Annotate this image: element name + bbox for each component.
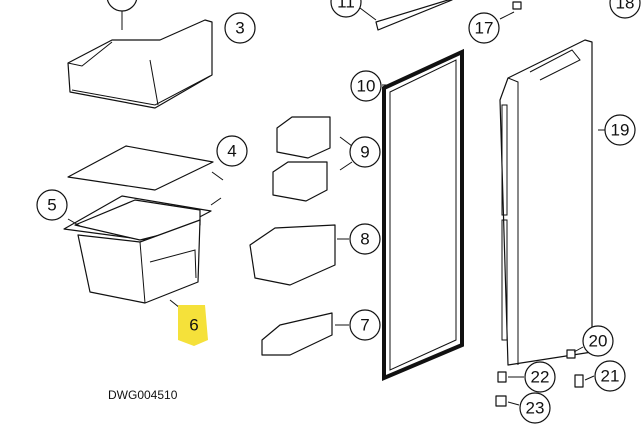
part-10-gasket xyxy=(382,48,464,382)
part-8-bin xyxy=(249,224,349,286)
callout-10: 10 xyxy=(350,70,382,102)
callout-7: 7 xyxy=(349,309,381,341)
callout-19: 19 xyxy=(604,114,636,146)
callout-label: 11 xyxy=(337,0,355,12)
callout-label: 8 xyxy=(360,230,369,249)
callout-label: 21 xyxy=(601,367,620,386)
callout-label: 23 xyxy=(526,399,545,418)
callout-label: 10 xyxy=(357,77,376,96)
callout-label: 19 xyxy=(611,121,630,140)
callout-9: 9 xyxy=(349,136,381,168)
part-19-door xyxy=(499,39,605,366)
part-7-bin xyxy=(261,312,349,356)
callout-4: 4 xyxy=(216,135,248,167)
callout-18: 18 xyxy=(609,0,641,19)
callout-8: 8 xyxy=(349,223,381,255)
callout-11: 11 xyxy=(330,0,362,18)
callout-22: 22 xyxy=(524,361,556,393)
callout-label: 7 xyxy=(360,316,369,335)
drawing-number: DWG004510 xyxy=(108,388,178,402)
callout-label: 20 xyxy=(589,332,608,351)
part-9-bins xyxy=(272,116,353,202)
callout-23: 23 xyxy=(519,392,551,424)
callout-5: 5 xyxy=(36,189,68,221)
part-3-drawer xyxy=(67,0,213,109)
part-11-strip xyxy=(359,0,453,31)
callout-cropped xyxy=(106,0,138,12)
callout-label: 17 xyxy=(475,19,494,38)
callout-label: 3 xyxy=(235,19,244,38)
callout-label: 5 xyxy=(47,196,56,215)
callout-label: 22 xyxy=(531,368,550,387)
callout-21: 21 xyxy=(594,360,626,392)
callout-label: 6 xyxy=(189,316,198,335)
part-5-6-crisper xyxy=(67,199,201,313)
callout-6: 6 xyxy=(189,316,198,335)
parts-20-23-hardware xyxy=(495,346,595,407)
callout-17: 17 xyxy=(468,12,500,44)
callout-6-highlight xyxy=(178,305,208,346)
callout-label: 4 xyxy=(227,142,236,161)
callout-label: 18 xyxy=(616,0,635,13)
callout-label: 9 xyxy=(360,143,369,162)
part-17-hinge xyxy=(499,1,522,20)
callout-3: 3 xyxy=(224,12,256,44)
callout-20: 20 xyxy=(582,325,614,357)
